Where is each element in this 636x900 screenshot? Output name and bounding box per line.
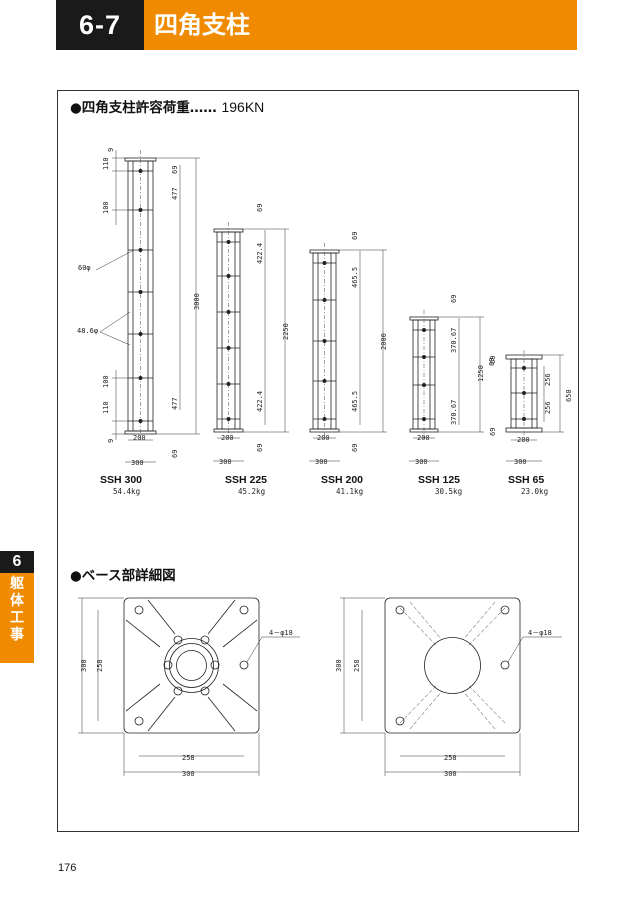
anchor-hole — [134, 716, 144, 726]
height-label: 2250 — [282, 323, 290, 340]
allowable-load-heading: ●四角支柱許容荷重…… 196KN — [70, 96, 264, 116]
segment-label: 477 — [171, 187, 179, 200]
anchor-hole — [395, 716, 405, 726]
section-title: 四角支柱 — [154, 11, 250, 39]
anchor-hole — [239, 660, 249, 670]
side-tab-char: 躯 — [10, 576, 24, 592]
segment-label: 370.67 — [450, 400, 458, 425]
plate-width-label: 300 — [315, 458, 328, 466]
dim-label: 69 — [171, 450, 179, 458]
dim-label: 69 — [256, 204, 264, 212]
segment-label: 422.4 — [256, 391, 264, 412]
model-weight: 30.5kg — [435, 487, 462, 496]
anchor-hole — [500, 660, 510, 670]
anchor-hole — [239, 605, 249, 615]
segment-label: 370.67 — [450, 328, 458, 353]
allowable-load-value: 196KN — [221, 99, 265, 115]
plate-width-label: 300 — [219, 458, 232, 466]
section-header: 6-7 四角支柱 — [56, 0, 577, 50]
dim-label: 69 — [450, 295, 458, 303]
dim-label: 69 — [489, 356, 497, 364]
dim-label: 69 — [489, 428, 497, 436]
dim-label: 69 — [256, 444, 264, 452]
side-tab-char: 事 — [10, 627, 24, 643]
height-label: 2000 — [380, 333, 388, 350]
base-width-label: 200 — [221, 434, 234, 442]
height-label: 650 — [565, 389, 573, 402]
inner-size-label: 258 — [444, 754, 457, 762]
anchor-hole — [395, 605, 405, 615]
allowable-load-label: ●四角支柱許容荷重…… — [70, 100, 217, 116]
model-name: SSH 200 — [321, 474, 363, 486]
dim-label: 110 — [102, 157, 110, 170]
plate-outline — [384, 597, 521, 734]
base-plate-1: 4－φ18 300 258 258 300 — [78, 597, 300, 778]
base-plate-2: 4－φ18 300 258 258 300 — [335, 597, 562, 778]
outer-size-label: 300 — [80, 659, 88, 672]
segment-label: 477 — [171, 397, 179, 410]
base-width-label: 200 — [417, 434, 430, 442]
height-label: 1250 — [477, 365, 485, 382]
post-ssh-300: 9 110 100 100 110 9 60φ 48.6φ 69 477 477… — [77, 148, 201, 496]
plate-width-label: 300 — [131, 459, 144, 467]
side-tab-char: 工 — [10, 610, 24, 626]
pipe-socket — [424, 637, 481, 694]
side-tab-number: 6 — [0, 551, 34, 573]
model-weight: 41.1kg — [336, 487, 363, 496]
tube-diameter-label: 48.6φ — [77, 327, 98, 335]
post-ssh-125: 69 370.67 370.67 1250 69 69 200 300 SSH … — [409, 295, 497, 496]
height-label: 3000 — [193, 293, 201, 310]
plate-width-label: 300 — [415, 458, 428, 466]
dim-label: 9 — [107, 148, 115, 152]
model-weight: 45.2kg — [238, 487, 265, 496]
outer-size-label: 300 — [182, 770, 195, 778]
page-number: 176 — [58, 862, 77, 874]
inner-size-label: 258 — [96, 659, 104, 672]
segment-label: 465.5 — [351, 391, 359, 412]
dim-label: 69 — [351, 444, 359, 452]
side-tab-text: 躯 体 工 事 — [0, 576, 34, 644]
side-tab-char: 体 — [10, 593, 24, 609]
outer-size-label: 300 — [335, 659, 343, 672]
dim-label: 110 — [102, 401, 110, 414]
outer-size-label: 300 — [444, 770, 457, 778]
model-weight: 54.4kg — [113, 487, 140, 496]
base-width-label: 200 — [133, 434, 146, 442]
model-name: SSH 65 — [508, 474, 544, 486]
dim-label: 100 — [102, 375, 110, 388]
flange-outer — [164, 638, 219, 693]
base-detail-heading: ●ベース部詳細図 — [70, 568, 176, 584]
hole-spec-label: 4－φ18 — [528, 629, 552, 637]
model-name: SSH 300 — [100, 474, 142, 486]
post-ssh-200: 69 465.5 465.5 69 2000 200 300 SSH 200 4… — [309, 232, 388, 496]
segment-label: 465.5 — [351, 267, 359, 288]
segment-label: 256 — [544, 401, 552, 414]
dim-label: 100 — [102, 201, 110, 214]
anchor-hole — [134, 605, 144, 615]
pipe-diameter-label: 60φ — [78, 264, 91, 272]
plate-width-label: 300 — [514, 458, 527, 466]
hole-spec-label: 4－φ18 — [269, 629, 293, 637]
base-width-label: 200 — [517, 436, 530, 444]
plate-outline — [123, 597, 260, 734]
base-width-label: 200 — [317, 434, 330, 442]
dim-label: 69 — [171, 166, 179, 174]
model-name: SSH 125 — [418, 474, 460, 486]
post-ssh-65: 256 256 650 69 200 300 SSH 65 23.0kg — [488, 350, 573, 496]
inner-size-label: 258 — [182, 754, 195, 762]
section-number: 6-7 — [56, 0, 144, 50]
segment-label: 256 — [544, 373, 552, 386]
inner-size-label: 258 — [353, 659, 361, 672]
model-name: SSH 225 — [225, 474, 267, 486]
dim-label: 9 — [107, 439, 115, 443]
post-ssh-225: 69 422.4 422.4 69 2250 200 300 SSH 225 4… — [213, 204, 290, 496]
dim-label: 69 — [488, 358, 496, 366]
dim-label: 69 — [351, 232, 359, 240]
drawing-frame — [57, 90, 579, 832]
anchor-hole — [500, 605, 510, 615]
segment-label: 422.4 — [256, 243, 264, 264]
model-weight: 23.0kg — [521, 487, 548, 496]
